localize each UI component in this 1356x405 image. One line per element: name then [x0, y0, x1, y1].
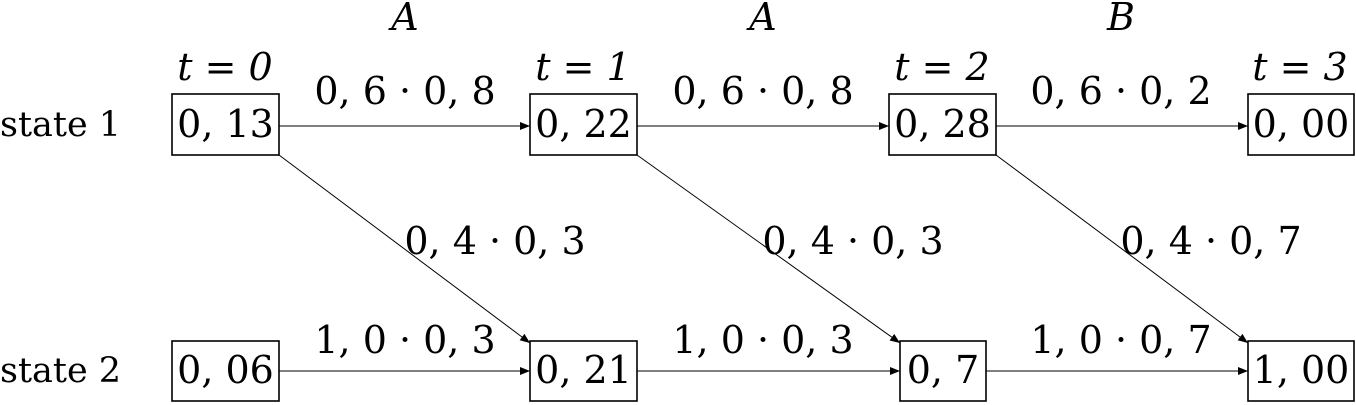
edge-s1t0-s2t1	[278, 154, 531, 344]
observation-label-2: A	[746, 0, 776, 39]
edge-label-s2t0-s2t1: 1, 0 · 0, 3	[314, 318, 495, 362]
node-value-s1t3: 0, 00	[1253, 102, 1350, 146]
time-label-1: t = 1	[535, 45, 630, 89]
node-box-s2t2	[899, 340, 987, 402]
node-value-s1t2: 0, 28	[894, 102, 991, 146]
edge-label-s1t1-s1t2: 0, 6 · 0, 8	[672, 69, 853, 113]
nodes-layer: 0, 13 0, 22 0, 28 0, 00 0, 06 0, 21 0, 7…	[171, 93, 1355, 402]
observation-label-1: A	[388, 0, 418, 39]
node-box-s2t0	[171, 340, 280, 402]
edge-label-s1t0-s1t1: 0, 6 · 0, 8	[314, 69, 495, 113]
node-box-s1t1	[529, 93, 638, 156]
edge-label-s1t2-s1t3: 0, 6 · 0, 2	[1030, 69, 1211, 113]
edge-label-s2t1-s2t2: 1, 0 · 0, 3	[672, 318, 853, 362]
observation-label-3: B	[1106, 0, 1135, 39]
node-box-s2t1	[529, 340, 638, 402]
node-value-s1t1: 0, 22	[535, 102, 632, 146]
time-label-3: t = 3	[1252, 45, 1347, 89]
node-value-s2t3: 1, 00	[1253, 348, 1350, 392]
state-label-2: state 2	[0, 351, 121, 391]
node-box-s1t2	[888, 93, 997, 156]
node-box-s2t3	[1247, 340, 1355, 402]
time-label-2: t = 2	[894, 45, 989, 89]
state-label-1: state 1	[0, 105, 121, 145]
node-box-s1t3	[1247, 93, 1355, 156]
node-box-s1t0	[171, 93, 280, 156]
edge-s1t2-s2t3	[995, 154, 1249, 344]
node-value-s2t0: 0, 06	[177, 348, 274, 392]
node-value-s2t1: 0, 21	[535, 348, 632, 392]
node-value-s2t2: 0, 7	[907, 348, 980, 392]
edge-s1t1-s2t2	[636, 154, 901, 344]
edge-label-s1t0-s2t1: 0, 4 · 0, 3	[404, 219, 585, 263]
edge-label-s2t2-s2t3: 1, 0 · 0, 7	[1030, 318, 1211, 362]
edges-layer: 0, 6 · 0, 8 0, 6 · 0, 8 0, 6 · 0, 2 0, 4…	[278, 69, 1302, 375]
node-value-s1t0: 0, 13	[177, 102, 274, 146]
time-label-0: t = 0	[177, 45, 272, 89]
edge-label-s1t2-s2t3: 0, 4 · 0, 7	[1120, 219, 1301, 263]
edge-label-s1t1-s2t2: 0, 4 · 0, 3	[762, 219, 943, 263]
